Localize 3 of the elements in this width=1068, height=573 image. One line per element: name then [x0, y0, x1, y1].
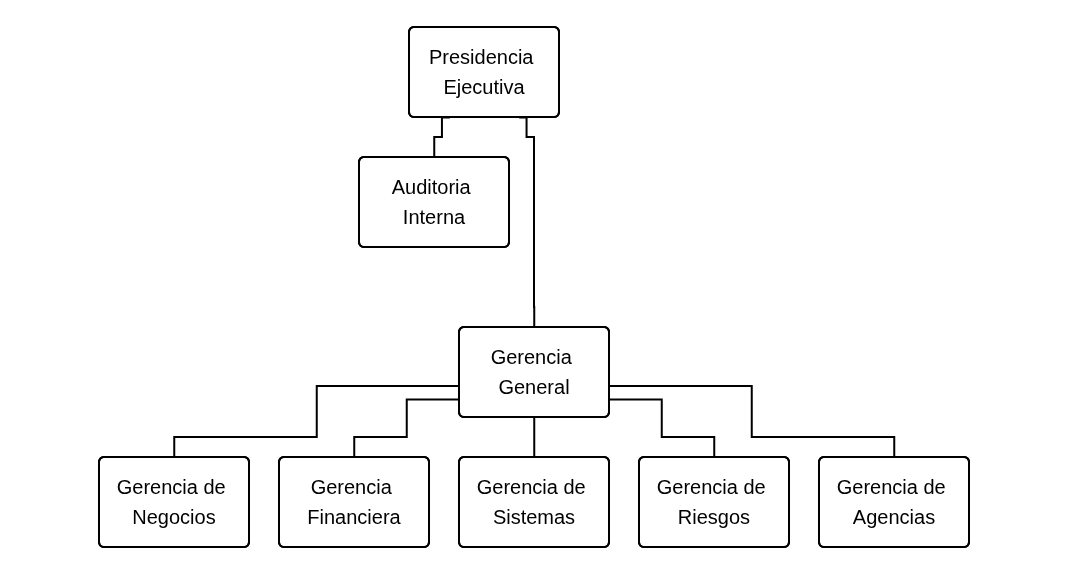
connector	[533, 416, 536, 458]
connector	[518, 116, 536, 328]
connector	[433, 116, 451, 158]
